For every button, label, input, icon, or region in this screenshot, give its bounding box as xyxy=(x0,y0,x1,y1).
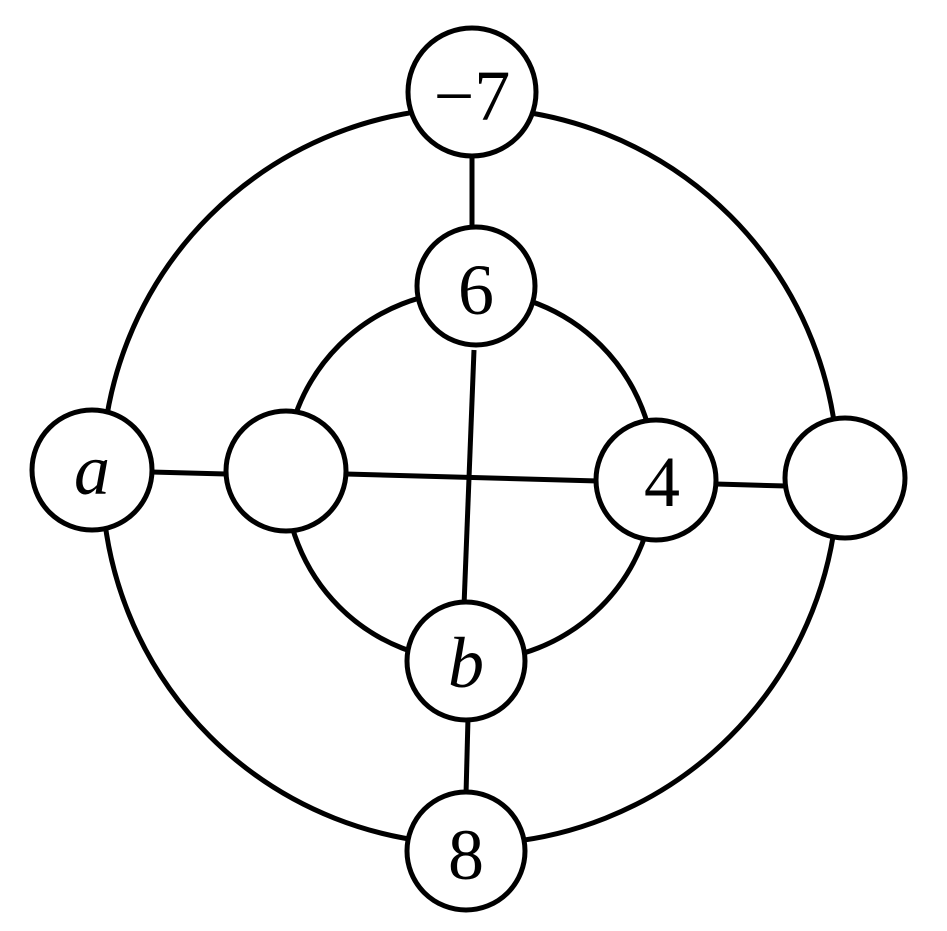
node-outer-right-circle xyxy=(782,415,908,541)
node-inner-top-circle xyxy=(414,224,538,348)
node-outer-left-circle xyxy=(29,407,155,533)
node-inner-left xyxy=(223,408,349,534)
node-inner-right-circle xyxy=(593,417,719,543)
spoke-bottom xyxy=(463,717,471,796)
node-outer-left: a xyxy=(29,407,155,533)
node-inner-right: 4 xyxy=(593,417,719,543)
spoke-left xyxy=(150,469,227,477)
node-outer-bottom-label: 8 xyxy=(448,815,484,895)
node-outer-bottom: 8 xyxy=(404,789,528,913)
node-outer-bottom-circle xyxy=(404,789,528,913)
node-inner-bottom-label: b xyxy=(448,623,484,703)
node-inner-top-label: 6 xyxy=(458,250,494,330)
node-inner-right-label: 4 xyxy=(644,442,680,522)
node-inner-top: 6 xyxy=(414,224,538,348)
node-outer-top-label: −7 xyxy=(434,56,511,136)
node-inner-left-circle xyxy=(223,408,349,534)
node-outer-left-label: a xyxy=(74,430,110,510)
node-inner-bottom: b xyxy=(404,599,528,723)
inner-horizontal-line xyxy=(345,471,599,484)
node-inner-bottom-circle xyxy=(404,599,528,723)
node-outer-top-circle xyxy=(405,25,539,159)
spoke-right xyxy=(715,481,787,489)
node-outer-top: −7 xyxy=(405,25,539,159)
node-outer-right xyxy=(782,415,908,541)
